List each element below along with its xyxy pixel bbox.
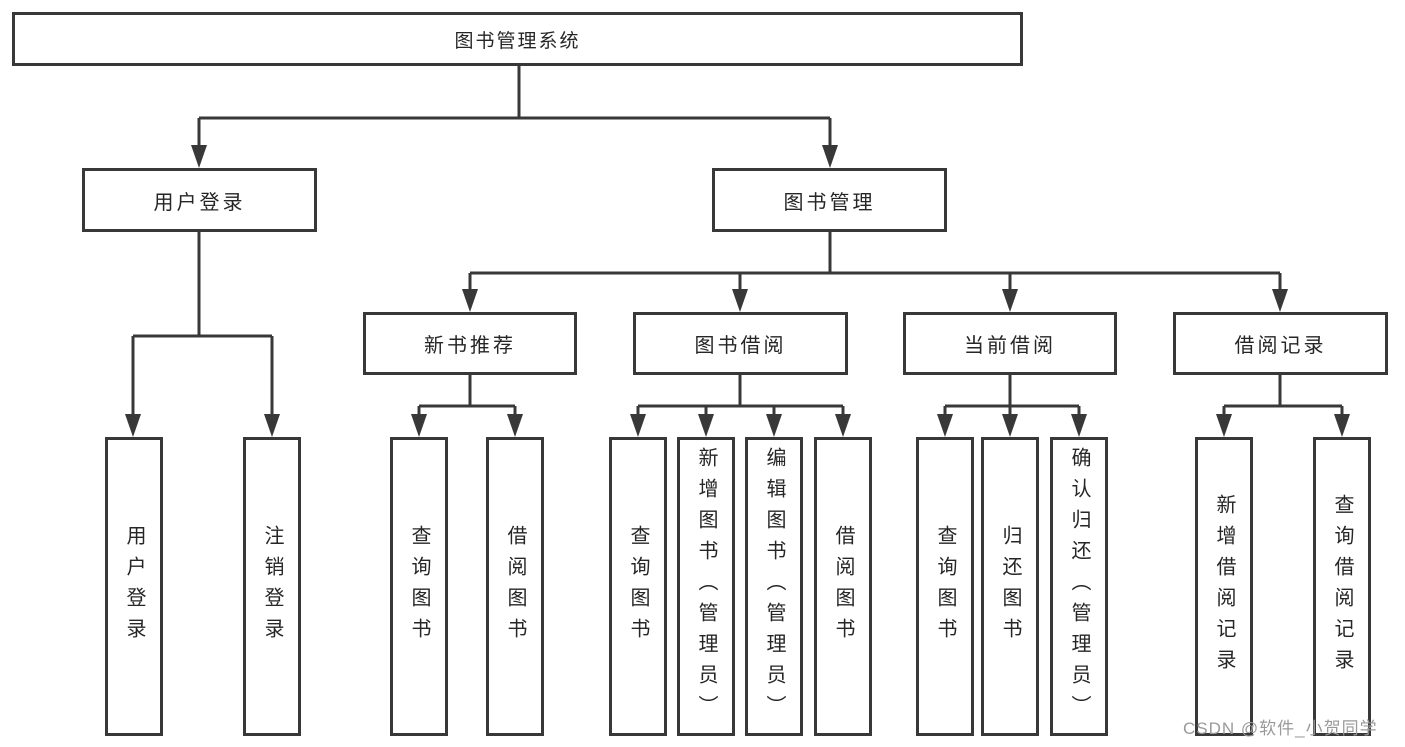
leaf-edit-books-admin: 编辑图书（管理员） [745, 437, 803, 736]
leaf-add-borrow-record: 新增借阅记录 [1195, 437, 1253, 736]
leaf-query-books-recommend: 查询图书 [390, 437, 448, 736]
csdn-watermark: CSDN @软件_小贺同学 [1183, 719, 1378, 738]
node-root-library-management-system: 图书管理系统 [12, 12, 1023, 66]
leaf-query-borrow-record: 查询借阅记录 [1313, 437, 1371, 736]
node-borrowing-records: 借阅记录 [1173, 312, 1388, 375]
leaf-borrow-books-recommend: 借阅图书 [486, 437, 544, 736]
arrowheads [125, 145, 1350, 437]
node-current-borrowing: 当前借阅 [903, 312, 1117, 375]
leaf-query-books-borrowing: 查询图书 [609, 437, 667, 736]
node-book-management: 图书管理 [712, 168, 947, 232]
leaf-borrow-books: 借阅图书 [814, 437, 872, 736]
node-book-borrowing: 图书借阅 [633, 312, 848, 375]
leaf-add-books-admin: 新增图书（管理员） [677, 437, 735, 736]
node-new-book-recommend: 新书推荐 [363, 312, 577, 375]
node-user-login: 用户登录 [82, 168, 317, 232]
leaf-return-books: 归还图书 [981, 437, 1039, 736]
leaf-logout: 注销登录 [243, 437, 301, 736]
leaf-query-books-current: 查询图书 [916, 437, 974, 736]
leaf-user-login: 用户登录 [105, 437, 163, 736]
leaf-confirm-return-admin: 确认归还（管理员） [1050, 437, 1108, 736]
